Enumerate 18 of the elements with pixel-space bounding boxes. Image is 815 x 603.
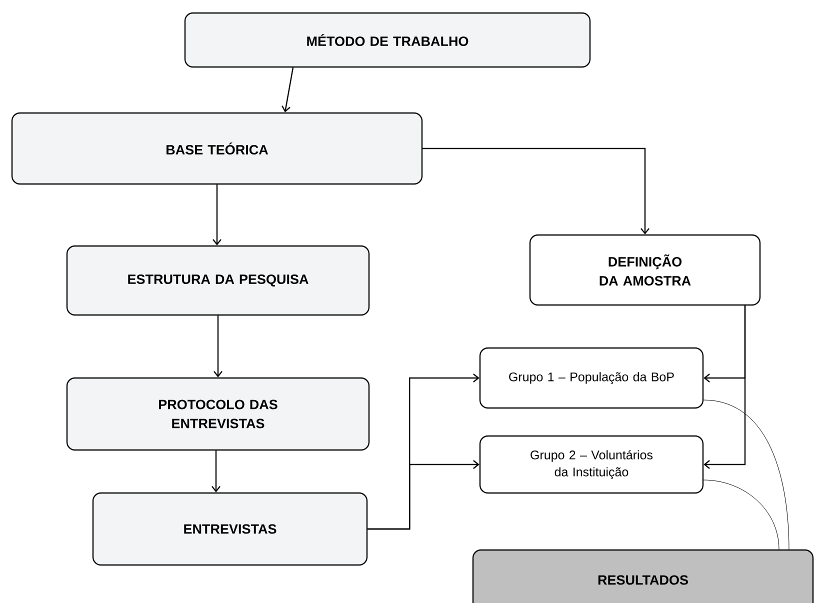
arrow: [368, 460, 480, 530]
connector-line: [703, 480, 780, 550]
process-box: PROTOCOLO DAS ENTREVISTAS: [66, 377, 370, 451]
arrow: [212, 450, 220, 492]
arrow: [282, 68, 294, 112]
connector-line: [703, 400, 790, 550]
arrow: [212, 184, 222, 246]
arrow: [422, 148, 650, 234]
process-box: Grupo 1 – População da BoP: [479, 347, 704, 409]
process-box: BASE TEÓRICA: [11, 112, 423, 185]
arrow: [704, 306, 746, 469]
process-box: MÉTODO DE TRABALHO: [184, 12, 591, 68]
process-box: ESTRUTURA DA PESQUISA: [66, 245, 370, 316]
result-box: RESULTADOS: [472, 549, 814, 603]
process-box: ENTREVISTAS: [92, 492, 368, 566]
process-box: DEFINIÇÃO DA AMOSTRA: [529, 234, 761, 306]
process-box: Grupo 2 – Voluntários da Instituição: [479, 435, 704, 494]
arrow: [214, 316, 222, 378]
